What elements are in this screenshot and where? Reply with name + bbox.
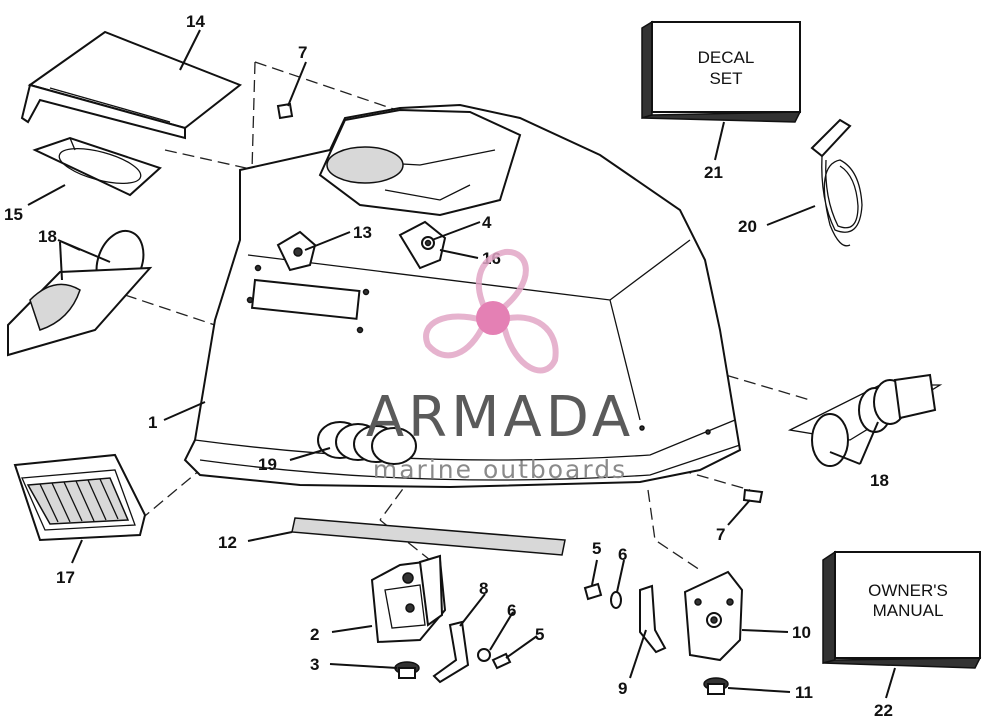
leader-lines [27,29,896,699]
callout-14: 14 [186,12,205,31]
callout-1: 1 [148,413,157,432]
callout-5-lower: 5 [535,625,544,644]
part-13-bracket [276,230,317,272]
callout-21: 21 [704,163,723,182]
part-11-grommet [703,677,729,695]
part-5-screw-right [583,582,603,601]
part-6-washer-right [610,591,622,609]
part-9-bracket [639,584,667,654]
propeller-logo-icon [423,248,559,374]
callout-7-right: 7 [716,525,725,544]
decal-set-box: DECAL SET [641,20,802,123]
callout-7-top: 7 [298,43,307,62]
callout-17: 17 [56,568,75,587]
callout-4: 4 [482,213,492,232]
callout-12: 12 [218,533,237,552]
callout-18-left: 18 [38,227,57,246]
part-17-grille [13,453,147,542]
callout-20: 20 [738,217,757,236]
callout-2: 2 [310,625,319,644]
part-10-latch-plate [683,570,744,662]
owners-manual-box: OWNER'S MANUAL [822,550,982,669]
part-18-left-decal [7,230,153,357]
part-2-latch [370,554,447,644]
decal-set-line1: DECAL [698,48,755,67]
decal-set-line2: SET [709,69,742,88]
callout-6-right: 6 [618,545,627,564]
callout-10: 10 [792,623,811,642]
part-4-16-bracket [398,220,447,270]
callout-9: 9 [618,679,627,698]
part-6-washer-lower [477,648,491,662]
owners-manual-line2: MANUAL [873,601,944,620]
part-3-grommet [394,661,420,679]
part-20-lanyard [810,118,863,247]
callout-3: 3 [310,655,319,674]
owners-manual-line1: OWNER'S [868,581,948,600]
part-19-decals [317,421,417,465]
part-18-right-decals [787,373,943,467]
part-12-seal-strip [291,517,566,556]
callout-13: 13 [353,223,372,242]
part-7-screw-right [742,488,764,504]
callout-19: 19 [258,455,277,474]
callout-5-right: 5 [592,539,601,558]
part-14-cover-top [20,30,242,140]
part-7-screw-top [276,102,294,120]
watermark: ARMADA marine outboards [366,248,634,484]
part-8-lever [432,620,470,684]
callout-22: 22 [874,701,893,720]
callout-6-lower: 6 [507,601,516,620]
watermark-subtitle: marine outboards [373,455,627,484]
callout-15: 15 [4,205,23,224]
part-1-cowling [183,103,742,489]
watermark-title: ARMADA [366,385,634,450]
part-15-gasket [32,136,162,197]
callout-11: 11 [795,683,813,702]
callout-8: 8 [479,579,488,598]
callout-18-right: 18 [870,471,889,490]
